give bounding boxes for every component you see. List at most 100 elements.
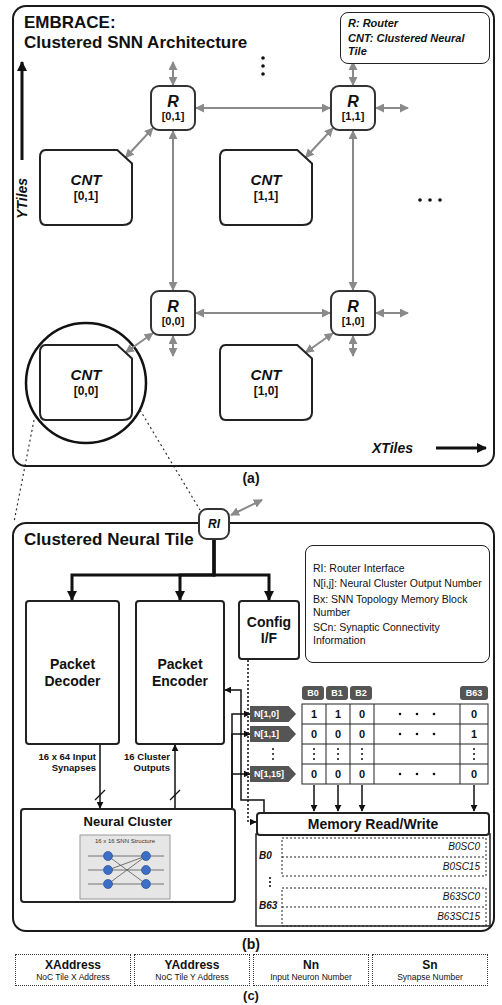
node-text: B63 (466, 689, 483, 698)
ntag-shape (250, 726, 296, 742)
edge-label: 16 Cluster Outputs (110, 752, 170, 774)
connector (306, 128, 333, 157)
node-text: XAddress (45, 958, 101, 972)
node-text: R (347, 94, 359, 111)
neural-tile: CNT[1,0] (220, 345, 312, 420)
edge-label: 16 x 64 Input Synapses (28, 752, 96, 774)
tile-shape (40, 345, 132, 420)
address-field: NnInput Neuron Number (253, 954, 369, 986)
node-text: [1,1] (254, 189, 279, 203)
node-text: [0,1] (162, 110, 185, 122)
legend-box: R: RouterCNT: Clustered Neural Tile (340, 12, 490, 64)
node-text: B0 (307, 689, 319, 698)
legend-box: RI: Router InterfaceN[i,j]: Neural Clust… (305, 545, 490, 663)
memory-entry: B63SC0 (380, 891, 480, 903)
neural-tile: CNT[1,1] (220, 150, 312, 225)
node-text: [0,1] (74, 189, 99, 203)
axis-label: XTiles (372, 440, 432, 457)
node-text: Sn (422, 958, 437, 972)
node-text: YAddress (165, 958, 220, 972)
connector (126, 128, 153, 157)
connector (99, 745, 101, 808)
memory-entry: B0SC0 (380, 841, 480, 853)
panel-frame: Clustered Neural TileRIRI: Router Interf… (12, 522, 495, 932)
node-text: Packet Decoder (31, 656, 114, 688)
table-cell: 1 (304, 707, 324, 721)
address-field: XAddressNoC Tile X Address (15, 954, 131, 986)
node-text: SCn: Synaptic Connectivity Information (313, 621, 482, 646)
output-tag: N[1,0] (250, 706, 296, 722)
process-box: Packet Encoder (135, 600, 225, 745)
tile-shape (220, 150, 312, 225)
panel-label: (a) (236, 470, 266, 487)
node-text: Packet Encoder (141, 656, 219, 688)
node-text: CNT (251, 172, 282, 189)
node-text: Config I/F (244, 614, 294, 646)
memory-entry: B63SC15 (380, 911, 480, 923)
connector (306, 333, 333, 352)
figure-caption: 16 x 16 SNN Structure (80, 838, 170, 845)
output-tag: N[1,15] (250, 766, 296, 782)
router-box: R[0,0] (150, 290, 196, 336)
router-box: R[1,0] (330, 290, 376, 336)
neural-tile: CNT[0,0] (40, 345, 132, 420)
tile-shape (40, 150, 132, 225)
neural-cluster-box: Neural Cluster (20, 808, 236, 903)
node-text: N[i,j]: Neural Cluster Output Number (313, 577, 482, 590)
node-text: R (347, 299, 359, 316)
connector (126, 333, 153, 352)
panel-label: (b) (236, 936, 266, 953)
table-cell: 1 (464, 727, 484, 741)
ntag-shape (250, 766, 296, 782)
tile-shape (220, 345, 312, 420)
node-text: CNT (71, 172, 102, 189)
memory-dots (269, 877, 271, 887)
output-tag: N[1,1] (250, 726, 296, 742)
node-text: Input Neuron Number (270, 972, 352, 982)
table-cell: 0 (328, 727, 348, 741)
connector (196, 312, 330, 314)
table-cell: 0 (304, 727, 324, 741)
router-box: R[0,1] (150, 85, 196, 131)
node-text: CNT: Clustered Neural Tile (348, 32, 482, 58)
connector (352, 131, 354, 290)
topology-table (302, 704, 488, 784)
process-box: Packet Decoder (25, 600, 120, 745)
process-box: Config I/F (238, 600, 300, 660)
connector (196, 107, 330, 109)
address-field: YAddressNoC Tile Y Address (134, 954, 250, 986)
node-text: [0,0] (74, 384, 99, 398)
node-text: R: Router (348, 17, 482, 30)
connector (214, 540, 269, 600)
block-label: B63 (259, 900, 281, 912)
node-text: B2 (355, 689, 367, 698)
table-cell: 0 (464, 707, 484, 721)
node-text: N[1,0] (254, 710, 279, 719)
panel-label: (c) (236, 988, 266, 1004)
router-box: R[1,1] (330, 85, 376, 131)
node-text: NoC Tile X Address (36, 972, 110, 982)
connector (172, 131, 174, 290)
node-text: Bx: SNN Topology Memory Block Number (313, 593, 482, 618)
node-text: Synapse Number (397, 972, 463, 982)
node-text: [1,1] (342, 110, 365, 122)
node-text: Nn (303, 958, 319, 972)
table-cell: 0 (352, 727, 372, 741)
axis-label: YTiles (14, 168, 31, 228)
table-cell: 0 (304, 767, 324, 781)
node-text: B1 (331, 689, 343, 698)
node-text: R (167, 299, 179, 316)
node-text: RI: Router Interface (313, 562, 482, 575)
ntag-shape (250, 706, 296, 722)
connector (174, 745, 176, 808)
node-text: CNT (71, 367, 102, 384)
node-text: CNT (251, 367, 282, 384)
table-cell: 1 (328, 707, 348, 721)
block-tag: B1 (326, 686, 348, 700)
node-text: RI (208, 517, 220, 531)
neural-tile: CNT[0,1] (40, 150, 132, 225)
node-text: Neural Cluster (84, 815, 173, 830)
table-cell: 0 (352, 767, 372, 781)
snn-illustration (80, 835, 170, 899)
node-text: N[1,15] (254, 770, 284, 779)
